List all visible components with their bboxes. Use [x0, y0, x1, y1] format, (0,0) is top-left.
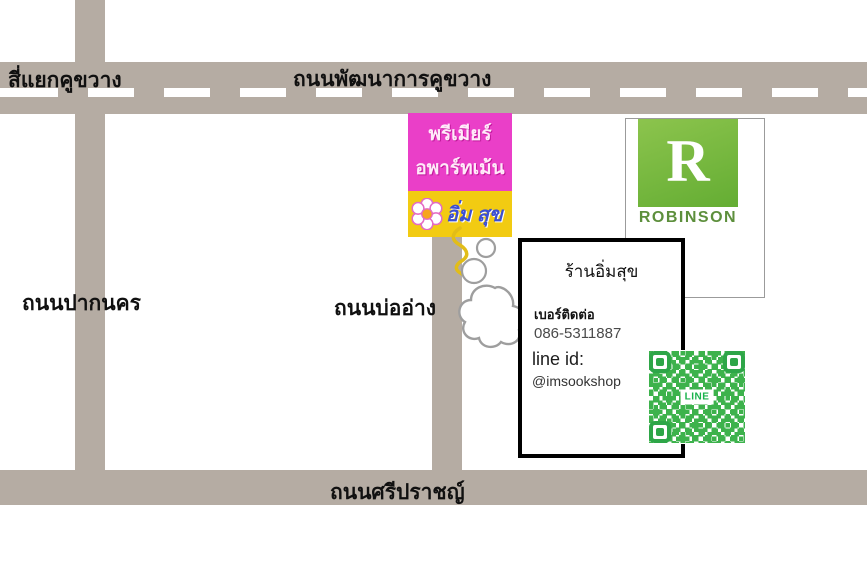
imsook-shop-strip: อิ่ม สุข [408, 191, 512, 237]
robinson-landmark: R ROBINSON [625, 118, 765, 298]
line-qr-code: LINE [648, 350, 746, 444]
robinson-name: ROBINSON [638, 209, 738, 226]
road-phatthanakan-khukhwang [0, 62, 867, 114]
line-id-label: line id: [532, 349, 585, 369]
contact-label: เบอร์ติดต่อ [534, 307, 595, 322]
premier-apartment-sign: พรีเมียร์ อพาร์ทเม้น อิ่ม สุข [408, 113, 512, 237]
bottom-road-label: ถนนศรีปราชญ์ [330, 481, 465, 504]
premier-sign-text: พรีเมียร์ อพาร์ทเม้น [408, 113, 512, 191]
left-road-label: ถนนปากนคร [22, 292, 141, 315]
qr-finder-icon [649, 351, 671, 373]
line-id-value: @imsookshop [532, 373, 621, 389]
steam-clouds-icon [451, 226, 526, 349]
steam-squiggle-icon [451, 226, 469, 276]
steam-cloud-large-icon [458, 284, 526, 349]
shop-info-card: ร้านอิ่มสุข เบอร์ติดต่อ 086-5311887 line… [518, 238, 685, 458]
premier-sign-line1: พรีเมียร์ [428, 124, 492, 145]
qr-finder-icon [649, 421, 671, 443]
phone-number: 086-5311887 [534, 325, 622, 342]
imsook-strip-label: อิ่ม สุข [446, 204, 503, 226]
robinson-logo-icon: R [638, 119, 738, 207]
road-center-dashes [0, 88, 867, 97]
qr-finder-icon [723, 351, 745, 373]
flower-icon [411, 198, 443, 230]
steam-puff-small-icon [475, 237, 497, 259]
line-logo: LINE [680, 389, 714, 405]
top-road-label: ถนนพัฒนาการคูขวาง [293, 68, 492, 91]
road-si-prat [0, 470, 867, 505]
middle-road-label: ถนนบ่ออ่าง [334, 297, 437, 320]
shop-name: ร้านอิ่มสุข [564, 262, 639, 281]
premier-sign-line2: อพาร์ทเม้น [415, 158, 505, 179]
steam-puff-medium-icon [460, 257, 488, 285]
intersection-label: สี่แยกคูขวาง [8, 69, 122, 92]
robinson-logo-letter: R [666, 127, 710, 194]
